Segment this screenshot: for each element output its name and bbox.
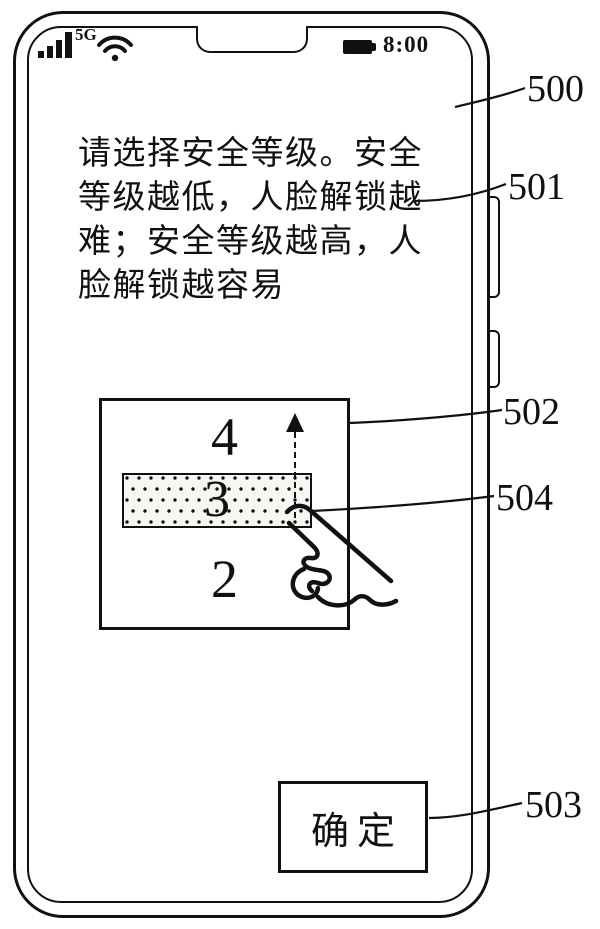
pointer-hand-icon [284,503,399,608]
confirm-button-label: 确定 [310,810,403,853]
ref-label-503: 503 [525,784,582,826]
ref-label-501: 501 [508,166,565,208]
instruction-line: 请选择安全等级。安全 [78,136,423,172]
swipe-up-dashed-line [294,432,296,518]
ref-label-502: 502 [503,391,560,433]
level-option-4[interactable]: 4 [211,407,238,467]
phone-outer-frame [13,11,490,918]
notch [196,26,308,53]
ref-label-500: 500 [527,68,584,110]
level-option-2[interactable]: 2 [211,549,238,609]
battery-nub [372,43,376,51]
level-option-3: 3 [204,471,230,528]
signal-bars-icon [38,32,72,58]
instruction-line: 等级越低，人脸解锁越 [78,180,423,216]
clock: 8:00 [383,32,430,57]
instruction-line: 脸解锁越容易 [78,268,285,304]
instruction-text: 请选择安全等级。安全 等级越低，人脸解锁越 难；安全等级越高，人 脸解锁越容易 [78,132,438,308]
security-level-selector[interactable]: 4 3 2 [99,398,350,630]
selected-level-bar[interactable]: 3 [122,473,312,528]
ref-label-504: 504 [496,477,553,519]
swipe-up-arrow-icon [286,413,304,432]
confirm-button[interactable]: 确定 [278,781,428,873]
instruction-line: 难；安全等级越高，人 [78,224,423,260]
network-badge: 5G [75,25,97,44]
wifi-icon [97,35,133,61]
battery-icon [343,40,372,54]
